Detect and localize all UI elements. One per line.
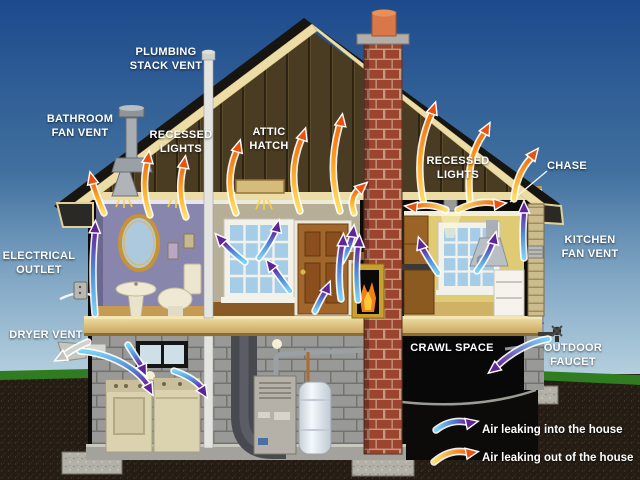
label-attic-hatch: ATTIC HATCH (249, 126, 289, 152)
bathroom-fan-vent-pipe (111, 105, 153, 197)
air-leak-out-arrow (510, 146, 540, 203)
label-dryer-vent: DRYER VENT (9, 329, 83, 341)
kitchen-counter (402, 264, 436, 270)
legend-air-out-label: Air leaking out of the house (482, 452, 634, 464)
label-electrical-outlet: ELECTRICAL OUTLET (2, 250, 76, 276)
label-chase: CHASE (546, 160, 587, 172)
floor-beam (84, 316, 542, 336)
air-leak-in-arrow (170, 367, 209, 400)
air-leak-in-arrow (264, 257, 294, 295)
electrical-outlet-box (59, 281, 97, 301)
air-leak-out-arrow (290, 126, 308, 215)
air-leak-in-arrow (335, 231, 350, 303)
basement-bulb (145, 371, 155, 381)
chimney (356, 9, 410, 455)
air-leak-in-arrow (214, 232, 249, 266)
label-recessed-lights-left: RECESSED LIGHTS (149, 129, 213, 155)
air-leak-out-arrow (140, 148, 154, 219)
kitchen-fan-exterior-vent (527, 245, 544, 259)
air-leak-out-arrow (348, 181, 369, 217)
air-leak-out-arrow (176, 153, 190, 221)
label-kitchen-fan-vent: KITCHEN FAN VENT (561, 234, 619, 260)
kitchen-cabinet-lower (403, 269, 435, 315)
toilet (157, 263, 202, 316)
pedestal-sink (115, 281, 157, 319)
outdoor-faucet-fixture (538, 325, 563, 342)
attic-hatch (235, 179, 285, 194)
air-leak-out-arrow (416, 100, 438, 209)
label-recessed-lights-right: RECESSED LIGHTS (426, 155, 490, 181)
air-leak-out-arrow (430, 447, 481, 466)
air-leak-out-arrow (86, 170, 108, 217)
plumbing-stack-pipe (201, 49, 216, 319)
label-plumbing-stack-vent: PLUMBING STACK VENT (129, 46, 203, 72)
label-bathroom-fan-vent: BATHROOM FAN VENT (46, 113, 114, 139)
washer (105, 379, 153, 453)
grass-left (0, 369, 90, 380)
air-leak-out-arrow (329, 111, 347, 215)
door-knob (300, 269, 306, 275)
basement (86, 335, 406, 460)
water-heater (298, 381, 332, 455)
air-leak-out-arrow (465, 120, 491, 205)
air-leak-in-arrow (517, 198, 531, 262)
grass-right (536, 371, 640, 385)
label-outdoor-faucet: OUTDOOR FAUCET (543, 342, 603, 368)
siding-right-wall (527, 203, 545, 317)
air-leak-out-arrow (226, 138, 244, 217)
bathroom-mirror (118, 214, 160, 272)
air-leak-in-arrow (352, 232, 366, 304)
eave-left (55, 202, 94, 228)
air-leak-in-arrow (432, 417, 480, 434)
attic-interior (88, 30, 538, 192)
air-leak-out-arrow (402, 200, 450, 215)
basement-window (136, 341, 188, 368)
legend-air-in-label: Air leaking into the house (482, 424, 623, 436)
air-leak-arrows (52, 100, 552, 466)
label-crawl-space: CRAWL SPACE (410, 342, 494, 354)
air-leak-in-arrow (88, 218, 102, 318)
air-leak-in-arrow (416, 235, 442, 277)
furnace (253, 375, 297, 455)
air-leak-in-arrow (76, 347, 154, 398)
furnace-flue (273, 347, 365, 378)
air-leak-in-arrow (486, 335, 552, 375)
kitchen (402, 211, 525, 317)
air-leak-out-arrow (454, 197, 509, 214)
wall-art (167, 242, 179, 260)
stove (493, 269, 525, 317)
air-leak-in-arrow (473, 230, 500, 275)
air-leak-in-arrow (311, 279, 332, 315)
air-leak-in-arrow (124, 341, 148, 379)
air-leak-in-arrow (255, 218, 283, 262)
bathroom (96, 200, 206, 319)
vent-draft-arrow (52, 338, 92, 362)
dryer (153, 377, 201, 453)
